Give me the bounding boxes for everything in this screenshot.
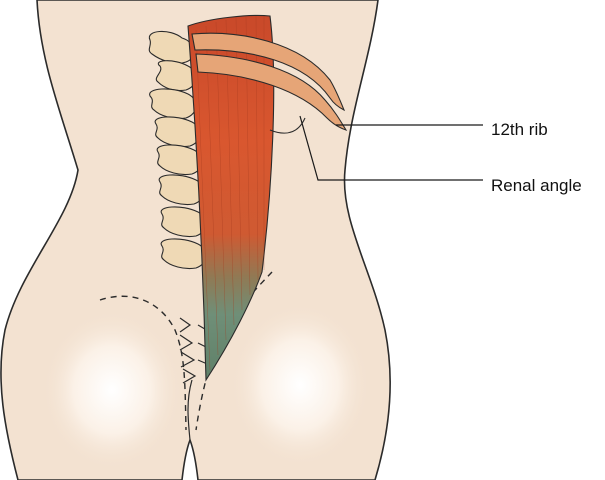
label-renal-angle: Renal angle: [491, 177, 582, 194]
left-buttock-highlight: [42, 310, 182, 470]
right-buttock-highlight: [230, 303, 370, 467]
label-12th-rib: 12th rib: [491, 121, 548, 138]
